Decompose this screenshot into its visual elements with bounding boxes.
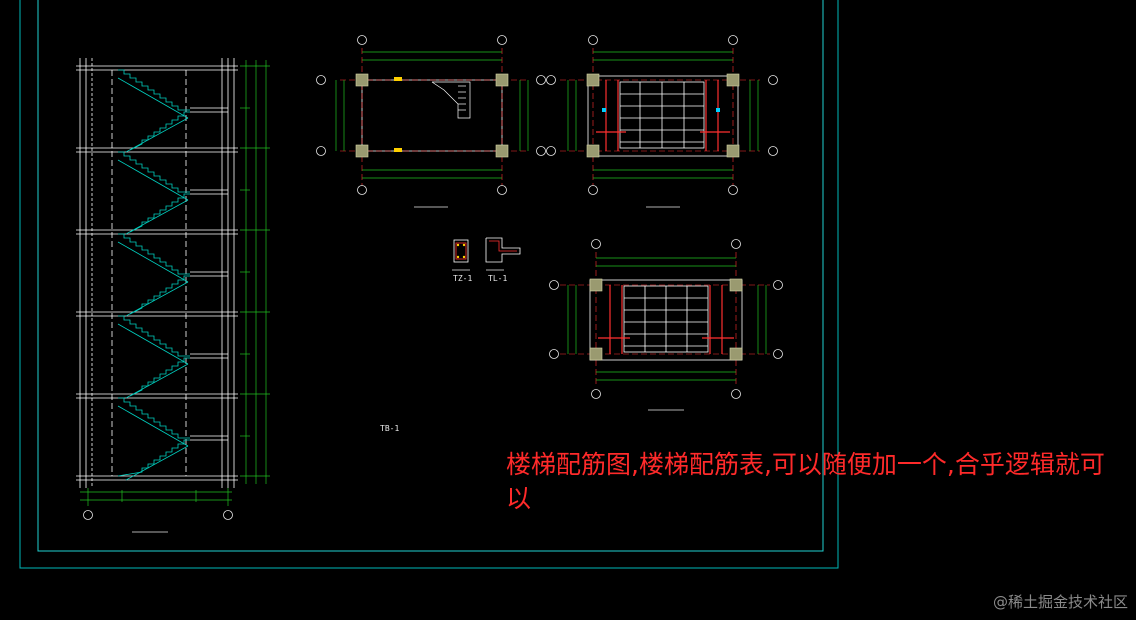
plan-rebar-upper	[546, 35, 778, 208]
watermark: @稀土掘金技术社区	[992, 593, 1128, 611]
tz1-label: TZ-1	[453, 274, 473, 283]
section-grid-bubbles	[83, 510, 233, 520]
plan-framing	[316, 35, 546, 208]
detail-tz1	[452, 239, 470, 271]
stair-flights	[117, 69, 190, 481]
inner-frame	[37, 0, 824, 552]
outer-frame	[19, 0, 839, 569]
plan-rebar-lower	[549, 239, 783, 411]
section-dimensions	[80, 60, 270, 506]
tl1-label: TL-1	[488, 274, 508, 283]
tb1-label: TB-1	[380, 424, 400, 433]
detail-tl1	[485, 237, 521, 271]
red-annotation-note: 楼梯配筋图,楼梯配筋表,可以随便加一个,合乎逻辑就可以	[506, 450, 1105, 513]
stair-section-elevation	[76, 58, 238, 488]
